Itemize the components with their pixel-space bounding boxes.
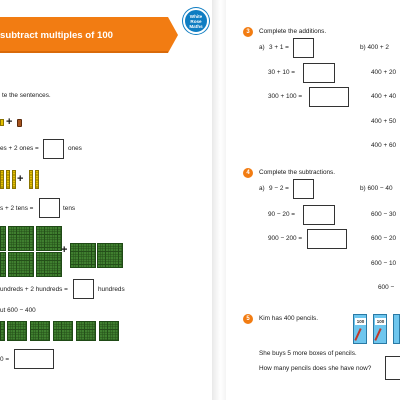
logo-line-2: Rose xyxy=(190,19,202,25)
q3a-answer-box-2[interactable] xyxy=(303,63,335,83)
question-5-line-2: She buys 5 more boxes of pencils. xyxy=(259,350,357,357)
ones-cube-icon xyxy=(17,119,22,127)
q4b-row-2: 600 − 30 xyxy=(371,211,397,218)
hundreds-flat-icon xyxy=(99,321,119,341)
q3a-row-2: 30 + 10 = xyxy=(268,69,296,76)
hundreds-flat-icon xyxy=(0,252,6,277)
hundreds-flat-icon xyxy=(36,252,62,277)
hundreds-flat-icon xyxy=(8,226,34,251)
hundreds-answer-box[interactable] xyxy=(73,279,94,299)
pencil-box-icon: 100 xyxy=(353,314,367,344)
hundreds-flat-icon xyxy=(70,243,96,268)
plus-sign: + xyxy=(17,173,24,185)
q4a-row-3: 900 − 200 = xyxy=(268,235,303,242)
tens-rod-icon xyxy=(0,170,4,189)
question-5-line-3: How many pencils does she have now? xyxy=(259,365,372,372)
hundreds-flat-icon xyxy=(97,243,123,268)
hundreds-flat-icon xyxy=(76,321,96,341)
pencil-box-label: 100 xyxy=(355,318,366,325)
ones-answer-box[interactable] xyxy=(43,139,64,159)
q3a-row-3: 300 + 100 = xyxy=(268,93,303,100)
hundreds-flat-icon xyxy=(36,226,62,251)
logo-line-1: White xyxy=(189,14,203,19)
tens-rod-icon xyxy=(35,170,39,189)
q4b-row-4: 600 − 10 xyxy=(371,260,397,267)
logo-line-3: Maths xyxy=(189,24,203,30)
question-5-line-1: Kim has 400 pencils. xyxy=(259,315,318,322)
tens-unit-label: tens xyxy=(63,205,76,212)
answer-prefix: 0 = xyxy=(0,356,10,363)
q4a-answer-box-2[interactable] xyxy=(303,205,335,225)
ones-sentence: es + 2 ones = xyxy=(0,145,39,152)
q4a-answer-box-1[interactable] xyxy=(293,179,314,199)
q4a-label: a) xyxy=(259,185,265,192)
question-3-number: 3 xyxy=(243,27,253,37)
question-4-title: Complete the subtractions. xyxy=(259,169,336,176)
q3a-answer-box-3[interactable] xyxy=(309,87,349,107)
work-out-text: ut 600 − 400 xyxy=(0,307,36,314)
final-answer-box[interactable] xyxy=(14,349,54,369)
q3b-row-4: 400 + 50 xyxy=(371,118,397,125)
hundreds-flat-icon xyxy=(0,226,6,251)
q3b-row-3: 400 + 40 xyxy=(371,93,397,100)
white-rose-maths-logo-icon: White Rose Maths xyxy=(183,8,209,34)
q4a-row-1: 9 − 2 = xyxy=(269,185,289,192)
pencil-box-label: 100 xyxy=(375,318,386,325)
tens-rod-icon xyxy=(6,170,10,189)
title-banner-tail xyxy=(168,17,178,53)
pencil-box-icon: 100 xyxy=(373,314,387,344)
q4b-row-3: 600 − 20 xyxy=(371,235,397,242)
q4b-row-5: 600 − xyxy=(378,284,395,291)
q4b-row-1: b) 600 − 40 xyxy=(360,185,393,192)
q3b-row-5: 400 + 60 xyxy=(371,142,397,149)
instruction-text: te the sentences. xyxy=(2,92,51,99)
question-3-title: Complete the additions. xyxy=(259,28,327,35)
book-spine xyxy=(212,0,226,400)
q3b-row-1: b) 400 + 2 xyxy=(360,44,389,51)
hundreds-unit-label: hundreds xyxy=(98,286,125,293)
hundreds-flat-icon xyxy=(8,252,34,277)
plus-sign: + xyxy=(61,244,68,256)
page-title: subtract multiples of 100 xyxy=(0,30,114,41)
pencil-box-icon xyxy=(393,314,400,344)
q4a-row-2: 90 − 20 = xyxy=(268,211,296,218)
q3a-row-1: 3 + 1 = xyxy=(269,44,289,51)
plus-sign: + xyxy=(6,116,13,128)
question-4-number: 4 xyxy=(243,168,253,178)
question-5-number: 5 xyxy=(243,314,253,324)
hundreds-sentence: undreds + 2 hundreds = xyxy=(0,286,68,293)
hundreds-flat-icon xyxy=(7,321,27,341)
ones-unit-label: ones xyxy=(68,145,82,152)
q5-answer-box[interactable] xyxy=(385,356,400,380)
q3a-answer-box-1[interactable] xyxy=(293,38,314,58)
q3a-label: a) xyxy=(259,44,265,51)
hundreds-flat-icon xyxy=(30,321,50,341)
title-banner xyxy=(0,17,168,53)
tens-sentence: s + 2 tens = xyxy=(0,205,34,212)
hundreds-flat-icon xyxy=(0,321,5,341)
q3b-row-2: 400 + 20 xyxy=(371,69,397,76)
hundreds-flat-icon xyxy=(53,321,73,341)
tens-rod-icon xyxy=(29,170,33,189)
tens-rod-icon xyxy=(12,170,16,189)
tens-answer-box[interactable] xyxy=(39,198,60,218)
ones-cube-icon xyxy=(0,119,4,126)
q4a-answer-box-3[interactable] xyxy=(307,229,347,249)
